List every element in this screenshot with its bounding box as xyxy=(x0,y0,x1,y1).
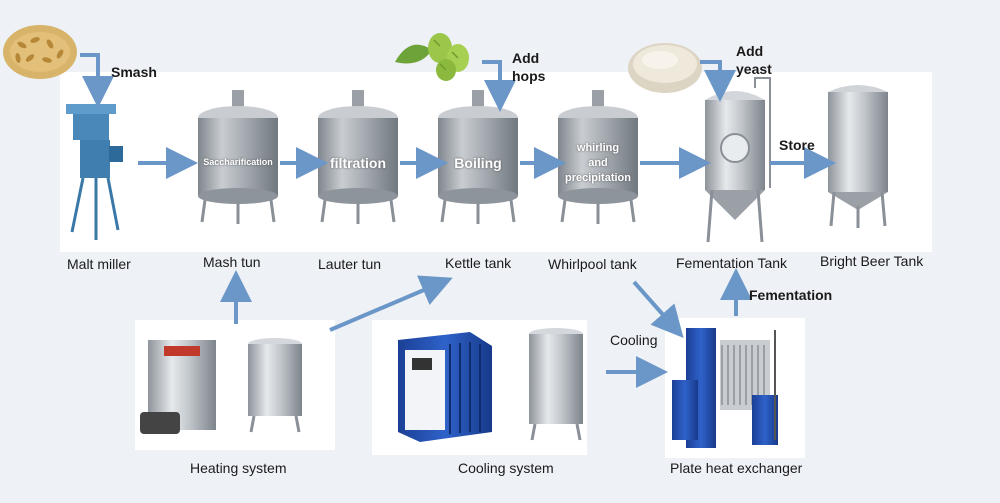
cooling-system-label: Cooling system xyxy=(458,460,554,476)
add-yeast-label: Add yeast xyxy=(736,43,772,77)
kettle-tank-image xyxy=(438,90,518,224)
lauter-tun-image xyxy=(318,90,398,224)
mash-tun-label: Mash tun xyxy=(203,254,261,270)
whirlpool-tank-image xyxy=(558,90,638,224)
tank-text-boiling: Boiling xyxy=(454,155,502,171)
fementation-step-label: Fementation xyxy=(749,287,833,303)
bright-beer-tank-image xyxy=(828,85,888,228)
lauter-tun-label: Lauter tun xyxy=(318,256,382,272)
whirlpool-tank-label: Whirlpool tank xyxy=(548,256,637,272)
tank-text-whirling: whirling and precipitation xyxy=(564,142,631,184)
fermentation-tank-image xyxy=(705,77,771,243)
heating-system-label: Heating system xyxy=(190,460,287,476)
add-hops-label: Add hops xyxy=(512,50,546,84)
flow-arrows xyxy=(80,53,836,388)
cooling-step-label: Cooling xyxy=(610,332,658,348)
hops-image xyxy=(395,33,469,81)
tank-text-filtration: filtration xyxy=(330,155,386,171)
cooling-system-image xyxy=(398,328,583,442)
plate-heat-exchanger-label: Plate heat exchanger xyxy=(670,460,803,476)
heating-system-image xyxy=(140,338,302,434)
yeast-image xyxy=(628,43,702,93)
plate-heat-exchanger-image xyxy=(672,328,778,448)
malt-miller-image xyxy=(66,104,123,240)
store-label: Store xyxy=(779,137,815,153)
smash-label: Smash xyxy=(111,64,157,80)
kettle-tank-label: Kettle tank xyxy=(445,255,512,271)
fementation-tank-label: Fementation Tank xyxy=(676,255,788,271)
mash-tun-image xyxy=(198,90,278,224)
malt-grain-image xyxy=(3,25,77,79)
tank-text-saccharification: Saccharification xyxy=(203,157,273,167)
bright-beer-tank-label: Bright Beer Tank xyxy=(820,253,924,269)
malt-miller-label: Malt miller xyxy=(67,256,131,272)
